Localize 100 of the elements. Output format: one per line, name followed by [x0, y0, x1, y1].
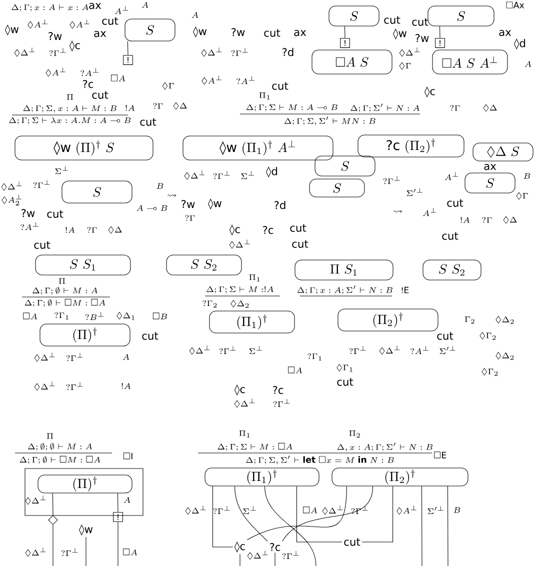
- proof-box: $(\Pi_1)^\dagger$: [209, 310, 295, 334]
- formula: $\Sigma^\perp$: [55, 166, 68, 174]
- link-label: cut: [344, 538, 360, 546]
- link-label: cut: [102, 17, 118, 25]
- formula: $\Diamond\Gamma$: [399, 62, 411, 70]
- formula: $\Diamond\Delta_2$: [496, 316, 514, 324]
- formula: $\Delta;\Gamma;\Sigma\vdash M:!A$: [206, 286, 274, 294]
- formula: $\Diamond\Gamma_2$: [480, 332, 496, 340]
- proof-box: $S$: [62, 180, 132, 204]
- formula: $?\Gamma^\perp$: [219, 346, 236, 354]
- formula: $?\Gamma$: [153, 103, 163, 109]
- link-label: ◊c: [234, 541, 245, 553]
- link-label: ?c: [263, 226, 274, 234]
- bang-box: !: [123, 55, 133, 65]
- formula: $\Diamond\Delta^\perp$: [189, 345, 210, 355]
- formula: $\Delta;\Gamma;x:A\vdash x:A$: [12, 4, 88, 12]
- box-frame: [24, 468, 144, 516]
- formula: $?\Gamma^\perp$: [349, 346, 366, 354]
- wire: [264, 486, 316, 566]
- formula: $A\multimap B$: [136, 205, 168, 211]
- formula: $\Diamond\Delta^\perp$: [34, 352, 55, 362]
- link-label: ?c: [83, 80, 94, 88]
- formula: $?\Gamma^\perp$: [231, 48, 248, 56]
- bang-box: !: [340, 38, 350, 48]
- formula: $\Delta;\Gamma;\Sigma,\Sigma'\vdash\mathbf{let}\ \Box x=M\ \mathbf{in}\ N:B$: [246, 456, 394, 464]
- formula: $A$: [192, 12, 198, 18]
- link-label: cut: [412, 18, 428, 26]
- formula: $\Diamond\Delta^\perp$: [14, 48, 35, 57]
- formula: $\Gamma_2$: [464, 316, 474, 324]
- formula: $\Diamond\Delta^\perp$: [322, 505, 343, 515]
- formula: $\Diamond\Gamma_1$: [336, 364, 352, 372]
- link-label: cut: [140, 118, 156, 126]
- link-label: ◊c: [424, 86, 435, 98]
- link-label: ◊w: [5, 24, 19, 36]
- proof-box: $S$: [309, 178, 365, 198]
- link-label: ◊c: [69, 40, 80, 52]
- wire: [127, 41, 128, 56]
- formula: $\Diamond\Delta^\perp$: [185, 505, 206, 515]
- formula: $\Diamond\Delta^\perp$: [34, 381, 55, 391]
- link-label: cut: [92, 91, 108, 99]
- formula: $\Delta;\emptyset;\emptyset\vdash M:A$: [28, 443, 92, 451]
- formula: $\Delta;\Gamma;\Sigma,x:A\vdash M:B$: [23, 105, 117, 113]
- formula: $\rightsquigarrow$: [168, 194, 176, 198]
- formula: $\Diamond\Delta^\perp$: [399, 48, 420, 57]
- proof-box: $S$ $S_1$: [35, 254, 131, 276]
- formula: $\Delta;\Gamma;\emptyset\vdash M:A$: [32, 287, 98, 295]
- link-label: cut: [264, 29, 280, 37]
- link-label: cut: [272, 82, 288, 90]
- proof-box: $S$: [328, 6, 380, 26]
- link-label: ?d: [274, 200, 286, 210]
- formula: $?\Gamma$: [87, 227, 97, 233]
- formula: $\Delta;\Gamma;\Sigma\vdash M:\Box A$: [218, 442, 292, 451]
- formula: $B$: [156, 183, 164, 189]
- formula: $?\Gamma^\perp$: [61, 548, 78, 556]
- formula: $\Delta;\Gamma;\emptyset\vdash\Box M:\Box A$: [24, 298, 106, 307]
- link-label: ◊c: [229, 224, 240, 236]
- formula: $?\Gamma_1$: [308, 353, 322, 361]
- link-label: cut: [292, 240, 308, 248]
- formula: $!\mathrm{E}$: [402, 286, 409, 294]
- proof-box: $S$: [428, 6, 494, 26]
- wire: [52, 493, 54, 516]
- formula: $\Diamond A^\perp$: [46, 68, 66, 77]
- proof-box: $(\Pi)^\dagger$: [38, 474, 132, 494]
- formula: $\Diamond A^\perp$: [396, 505, 416, 515]
- formula: $?\Gamma^\perp$: [213, 506, 230, 514]
- wire: [344, 26, 346, 38]
- formula: $\Sigma^\perp$: [243, 506, 256, 514]
- formula: $\Box B$: [152, 312, 168, 320]
- wire: [52, 524, 54, 566]
- formula: $?A^\perp$: [20, 222, 38, 230]
- wire: [274, 552, 276, 566]
- formula: $\Sigma'^\perp$: [406, 188, 422, 196]
- wire: [421, 486, 422, 566]
- formula: $\Delta;\Gamma;\Sigma\vdash M:A\multimap B$: [246, 104, 338, 112]
- formula: $\Diamond\Delta$: [503, 216, 517, 224]
- formula: $\Diamond\Delta^\perp$: [201, 48, 222, 57]
- formula: $!A$: [122, 383, 131, 389]
- formula: $\Delta;\Gamma;\Sigma'\vdash N:A$: [350, 104, 420, 112]
- wire: [246, 486, 347, 540]
- formula: $?A^\perp$: [236, 76, 254, 84]
- formula: $\Box A$: [123, 548, 138, 556]
- formula: $\Diamond\Delta$: [173, 102, 187, 110]
- formula: $\Sigma'^\perp$: [428, 506, 444, 514]
- link-label: cut: [442, 232, 458, 240]
- formula: $?A^\perp$: [410, 346, 428, 354]
- formula: $?\Gamma$: [450, 105, 460, 111]
- proof-box: ◊w $(\Pi)^\dagger$ $S$: [14, 136, 154, 160]
- proof-box: $S$ $S_2$: [422, 260, 482, 280]
- formula: $\Diamond\Delta$: [108, 226, 122, 234]
- link-label: ?w: [48, 32, 62, 40]
- wire: [447, 486, 448, 566]
- formula: $\Box A$: [23, 312, 38, 320]
- formula: $?\Gamma^\perp$: [273, 399, 290, 407]
- formula: $\Diamond\Gamma$: [516, 192, 528, 200]
- link-label: ?w: [182, 200, 195, 208]
- wire: [234, 486, 268, 542]
- formula: $A$: [524, 61, 532, 67]
- bang-box: !: [113, 512, 123, 522]
- link-label: ax: [484, 164, 496, 170]
- proof-box: $(\Pi)^\dagger$: [40, 324, 130, 346]
